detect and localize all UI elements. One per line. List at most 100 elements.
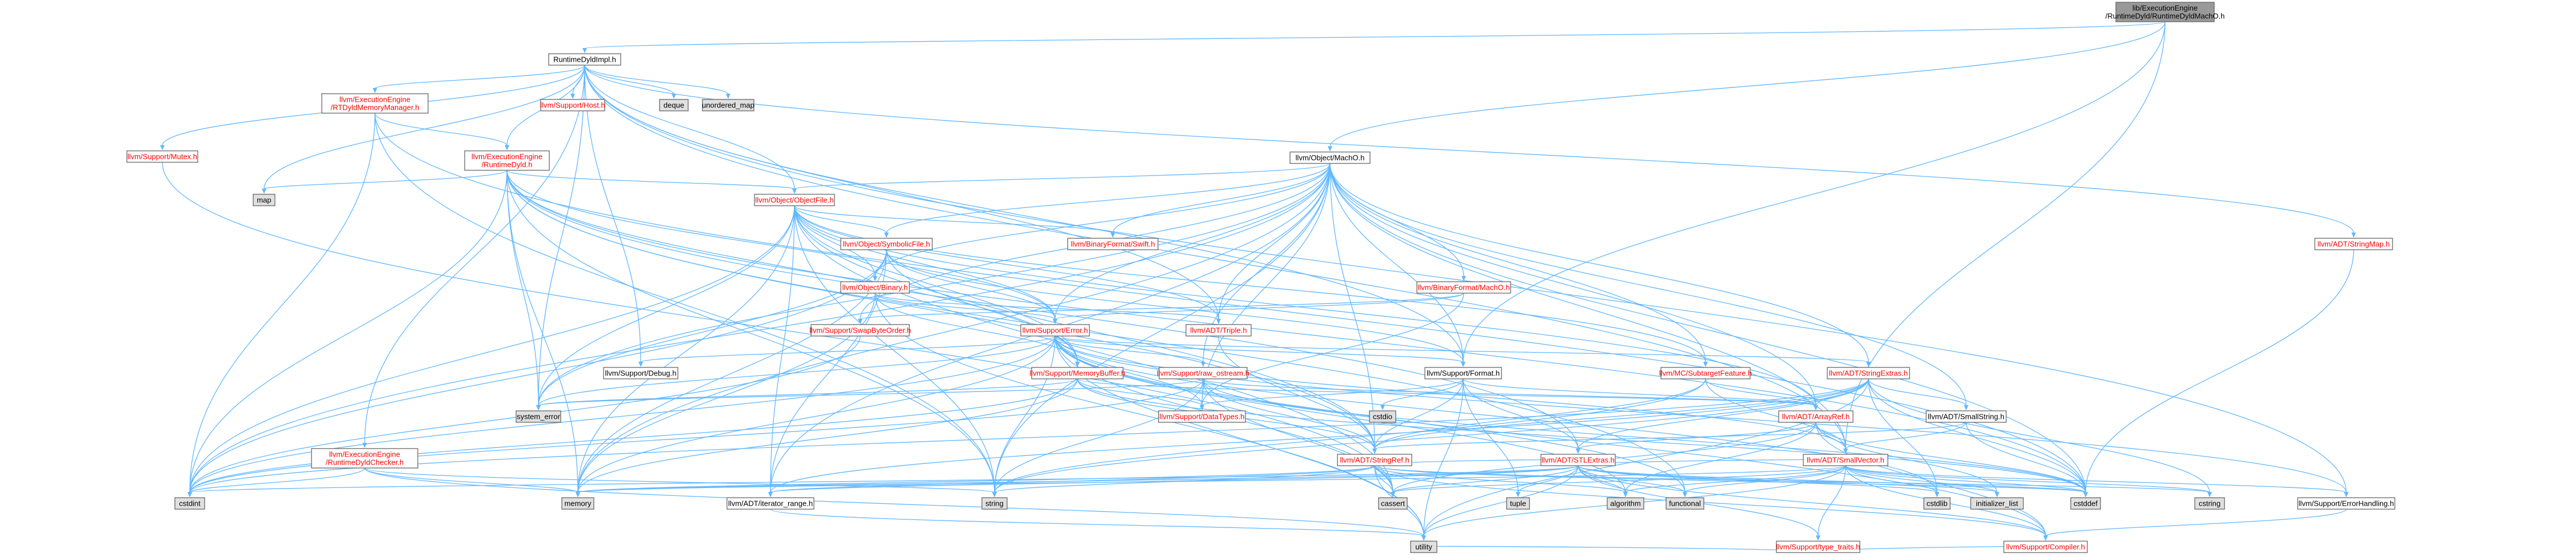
edge-stringmap-to-cstddef: [2083, 249, 2354, 497]
edge-strref-to-memory: [576, 465, 1375, 497]
node-bfmacho[interactable]: llvm/BinaryFormat/MachO.h: [1416, 281, 1511, 294]
edge-checker-to-utility: [364, 467, 1426, 541]
edge-checker-to-memory: [364, 467, 580, 497]
node-smallvec[interactable]: llvm/ADT/SmallVector.h: [1803, 454, 1888, 466]
edge: [1577, 465, 1628, 497]
node-checker[interactable]: llvm/ExecutionEngine/RuntimeDyldChecker.…: [311, 448, 418, 469]
node-triple[interactable]: llvm/ADT/Triple.h: [1185, 324, 1252, 337]
edge: [364, 467, 580, 497]
edge-strext-to-smallstr: [1868, 378, 1968, 410]
edge-error-to-strext: [1055, 335, 1871, 367]
edge: [576, 378, 1078, 497]
edge: [1705, 378, 1848, 454]
node-swapbyte[interactable]: llvm/Support/SwapByteOrder.h: [809, 324, 911, 337]
node-mutex[interactable]: llvm/Support/Mutex.h: [126, 150, 198, 163]
node-box: [1337, 454, 1412, 466]
node-binary[interactable]: llvm/Object/Binary.h: [840, 281, 910, 294]
node-label: memory: [565, 499, 592, 508]
node-stlext[interactable]: llvm/ADT/STLExtras.h: [1540, 454, 1616, 466]
node-label: llvm/Support/type_traits.h: [1776, 543, 1860, 551]
edge: [1329, 163, 2088, 497]
node-label: lib/ExecutionEngine: [2132, 4, 2198, 13]
edge-rtdyld-to-memory: [506, 170, 580, 497]
node-syserr: system_error: [516, 410, 561, 423]
edge-format-to-arrayref: [1463, 378, 1818, 410]
edge: [1218, 335, 1377, 454]
node-datatypes[interactable]: llvm/Support/DataTypes.h: [1158, 410, 1246, 423]
edge: [1203, 378, 2088, 497]
node-errhandling[interactable]: llvm/Support/ErrorHandling.h: [2297, 497, 2395, 510]
edge: [582, 21, 2166, 53]
edge-triple-to-strref: [1218, 335, 1377, 454]
node-box: [810, 324, 910, 337]
node-dyldimpl[interactable]: RuntimeDyldImpl.h: [548, 53, 621, 66]
node-sysHost[interactable]: llvm/Support/Host.h: [540, 99, 605, 111]
edge-stlext-to-utility: [1421, 465, 1579, 541]
edge-membuf-to-datatypes: [1077, 378, 1204, 410]
edge: [1053, 293, 1464, 324]
edge-objfile-to-iterrange: [768, 205, 795, 497]
edge-objfile-to-binary: [794, 205, 877, 281]
edge-arrayref-to-stlext: [1576, 422, 1816, 454]
edge-objfile-to-bfswift: [794, 205, 1115, 238]
node-rawos[interactable]: llvm/Support/raw_ostream.h: [1157, 367, 1249, 379]
node-box: [1020, 324, 1090, 337]
edge-binary-to-error: [874, 293, 1057, 324]
edge: [506, 170, 797, 194]
edge: [768, 465, 1579, 497]
edge-machoh-to-format: [1329, 163, 1465, 367]
node-typetraits[interactable]: llvm/Support/type_traits.h: [1776, 541, 1860, 553]
node-strext[interactable]: llvm/ADT/StringExtras.h: [1827, 367, 1910, 379]
node-membuf[interactable]: llvm/Support/MemoryBuffer.h: [1029, 367, 1125, 379]
edge: [506, 170, 541, 410]
node-smallstr[interactable]: llvm/ADT/SmallString.h: [1926, 410, 2007, 423]
edge: [1816, 465, 1846, 541]
node-label: system_error: [517, 413, 561, 421]
node-rtdyld[interactable]: llvm/ExecutionEngine/RuntimeDyld.h: [464, 150, 550, 171]
node-label: llvm/ExecutionEngine: [472, 153, 542, 161]
node-objfile[interactable]: llvm/Object/ObjectFile.h: [754, 194, 835, 206]
node-cassert: cassert: [1378, 497, 1408, 510]
node-bfswift[interactable]: llvm/BinaryFormat/Swift.h: [1067, 238, 1159, 250]
edge-rtdyld-to-cstddef: [506, 170, 2088, 497]
edge: [1200, 378, 1464, 410]
edge-stlext-to-initlist: [1577, 465, 1999, 497]
edge-rawos-to-datatypes: [1200, 378, 1205, 410]
edge: [364, 467, 1426, 541]
edge-checker-to-string: [364, 467, 997, 497]
node-subtarget[interactable]: llvm/MC/SubtargetFeature.h: [1659, 367, 1752, 379]
node-rtdyldmm[interactable]: llvm/ExecutionEngine/RTDyldMemoryManager…: [321, 93, 429, 114]
edge: [187, 378, 1078, 497]
node-box: [659, 99, 689, 111]
edge: [187, 163, 1331, 497]
node-label: llvm/ADT/iterator_range.h: [728, 499, 813, 508]
edge: [1200, 163, 1331, 410]
edge-rtdyld-to-map: [262, 170, 508, 194]
node-error[interactable]: llvm/Support/Error.h: [1020, 324, 1090, 337]
node-compiler[interactable]: llvm/Support/Compiler.h: [2003, 541, 2088, 553]
node-debug[interactable]: llvm/Support/Debug.h: [603, 367, 678, 379]
node-stringmap[interactable]: llvm/ADT/StringMap.h: [2314, 238, 2393, 250]
node-arrayref[interactable]: llvm/ADT/ArrayRef.h: [1778, 410, 1854, 423]
node-box: [464, 150, 550, 171]
edge: [992, 335, 1056, 497]
node-machoh[interactable]: llvm/Object/MachO.h: [1289, 151, 1371, 164]
edge: [1577, 465, 2088, 497]
node-strref[interactable]: llvm/ADT/StringRef.h: [1337, 454, 1412, 466]
edge-strref-to-algorithm: [1374, 465, 1628, 497]
node-format[interactable]: llvm/Support/Format.h: [1424, 367, 1502, 379]
edge-root-to-machoh: [1328, 21, 2166, 151]
edge-binary-to-memory: [576, 293, 876, 497]
edge-symfile-to-membuf: [886, 249, 1080, 367]
edge: [1815, 422, 2048, 541]
node-iterrange[interactable]: llvm/ADT/iterator_range.h: [726, 497, 814, 510]
edge: [1845, 465, 1999, 497]
edge: [1329, 163, 1818, 410]
edge-machoh-to-syserr: [536, 163, 1331, 410]
node-label: cstdlib: [1927, 499, 1948, 508]
node-symfile[interactable]: llvm/Object/SymbolicFile.h: [840, 238, 933, 250]
edge-stlext-to-functional: [1577, 465, 1687, 497]
edge: [768, 205, 795, 497]
node-box: [1506, 497, 1530, 510]
edge-smallstr-to-cstddef: [1966, 422, 2088, 497]
